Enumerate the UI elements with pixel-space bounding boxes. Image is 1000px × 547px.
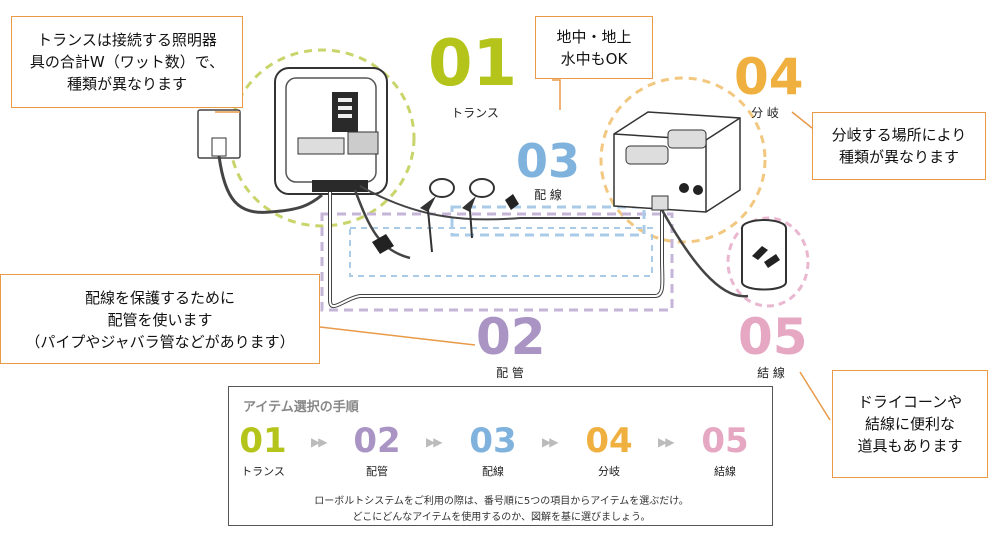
guide-note-line-2: どこにどんなアイテムを使用するのか、図解を基に選びましょう。: [352, 512, 651, 523]
guide-step-number: 02: [353, 421, 401, 461]
underground-callout-line-1: 地中・地上: [556, 28, 632, 46]
transformer-callout: トランスは接続する照明器 具の合計W（ワット数）で、 種類が異なります: [11, 16, 243, 108]
item-number-02: 02: [476, 308, 546, 366]
item-number-05: 05: [738, 308, 808, 366]
guide-title: アイテム選択の手順: [243, 400, 359, 415]
step-arrow-icon: ▶▶: [311, 435, 328, 449]
wiring-zone: [450, 205, 646, 237]
pipe-zone: [320, 212, 674, 312]
step-arrow-icon: ▶▶: [658, 435, 675, 449]
branch-callout-line-2: 種類が異なります: [838, 148, 959, 166]
branch-callout: 分岐する場所により 種類が異なります: [812, 112, 986, 180]
spotlight-2: [462, 178, 495, 239]
underground-callout-line-2: 水中もOK: [560, 50, 628, 68]
guide-step-01: 01 トランス: [223, 423, 303, 479]
item-label-02: 配 管: [496, 366, 524, 380]
guide-step-number: 05: [701, 421, 749, 461]
guide-step-label: 結線: [714, 465, 736, 478]
guide-step-label: 配管: [366, 465, 388, 478]
selection-guide-box: アイテム選択の手順 01 トランス ▶▶ 02 配管 ▶▶ 03 配線 ▶▶ 0…: [228, 386, 773, 526]
branch-callout-line-1: 分岐する場所により: [831, 126, 967, 144]
spotlight-1: [420, 178, 455, 253]
step-arrow-icon: ▶▶: [426, 435, 443, 449]
guide-step-number: 03: [469, 421, 517, 461]
guide-step-04: 04 分岐: [569, 423, 649, 479]
underground-callout: 地中・地上 水中もOK: [535, 16, 653, 79]
transformer-box: [274, 67, 388, 195]
item-label-01: トランス: [451, 106, 499, 120]
pipe-callout-line-2: 配管を使います: [107, 311, 213, 329]
guide-step-03: 03 配線: [453, 423, 533, 479]
item-number-03: 03: [516, 134, 581, 188]
transformer-callout-line-1: トランスは接続する照明器: [37, 31, 217, 49]
tools-callout-line-3: 道具もあります: [857, 437, 963, 455]
item-label-04: 分 岐: [751, 106, 779, 120]
guide-step-05: 05 結線: [685, 423, 765, 479]
connection-highlight-circle: [726, 216, 810, 308]
transformer-callout-line-2: 具の合計W（ワット数）で、: [29, 53, 225, 71]
guide-step-label: 分岐: [598, 465, 620, 478]
tools-callout-line-2: 結線に便利な: [864, 415, 955, 433]
branch-highlight-circle: [599, 76, 767, 244]
item-number-01: 01: [428, 27, 518, 101]
guide-step-number: 04: [585, 421, 633, 461]
tools-callout-line-1: ドライコーンや: [857, 393, 963, 411]
guide-step-number: 01: [239, 421, 287, 461]
item-label-03: 配 線: [534, 188, 562, 202]
guide-step-label: トランス: [241, 465, 285, 478]
item-number-04: 04: [734, 48, 804, 106]
pipe-callout-line-1: 配線を保護するために: [84, 289, 235, 307]
guide-step-02: 02 配管: [337, 423, 417, 479]
item-label-05: 結 線: [757, 366, 785, 380]
step-arrow-icon: ▶▶: [542, 435, 559, 449]
branch-box: [613, 111, 741, 213]
tools-callout: ドライコーンや 結線に便利な 道具もあります: [832, 370, 988, 478]
pipe-callout: 配線を保護するために 配管を使います （パイプやジャバラ管などがあります）: [0, 274, 320, 364]
guide-note-line-1: ローボルトシステムをご利用の際は、番号順に5つの項目からアイテムを選ぶだけ。: [314, 496, 689, 507]
guide-step-label: 配線: [482, 465, 504, 478]
transformer-callout-line-3: 種類が異なります: [66, 75, 187, 93]
pipe-callout-line-3: （パイプやジャバラ管などがあります）: [25, 333, 295, 351]
connection-cup: [741, 219, 787, 291]
